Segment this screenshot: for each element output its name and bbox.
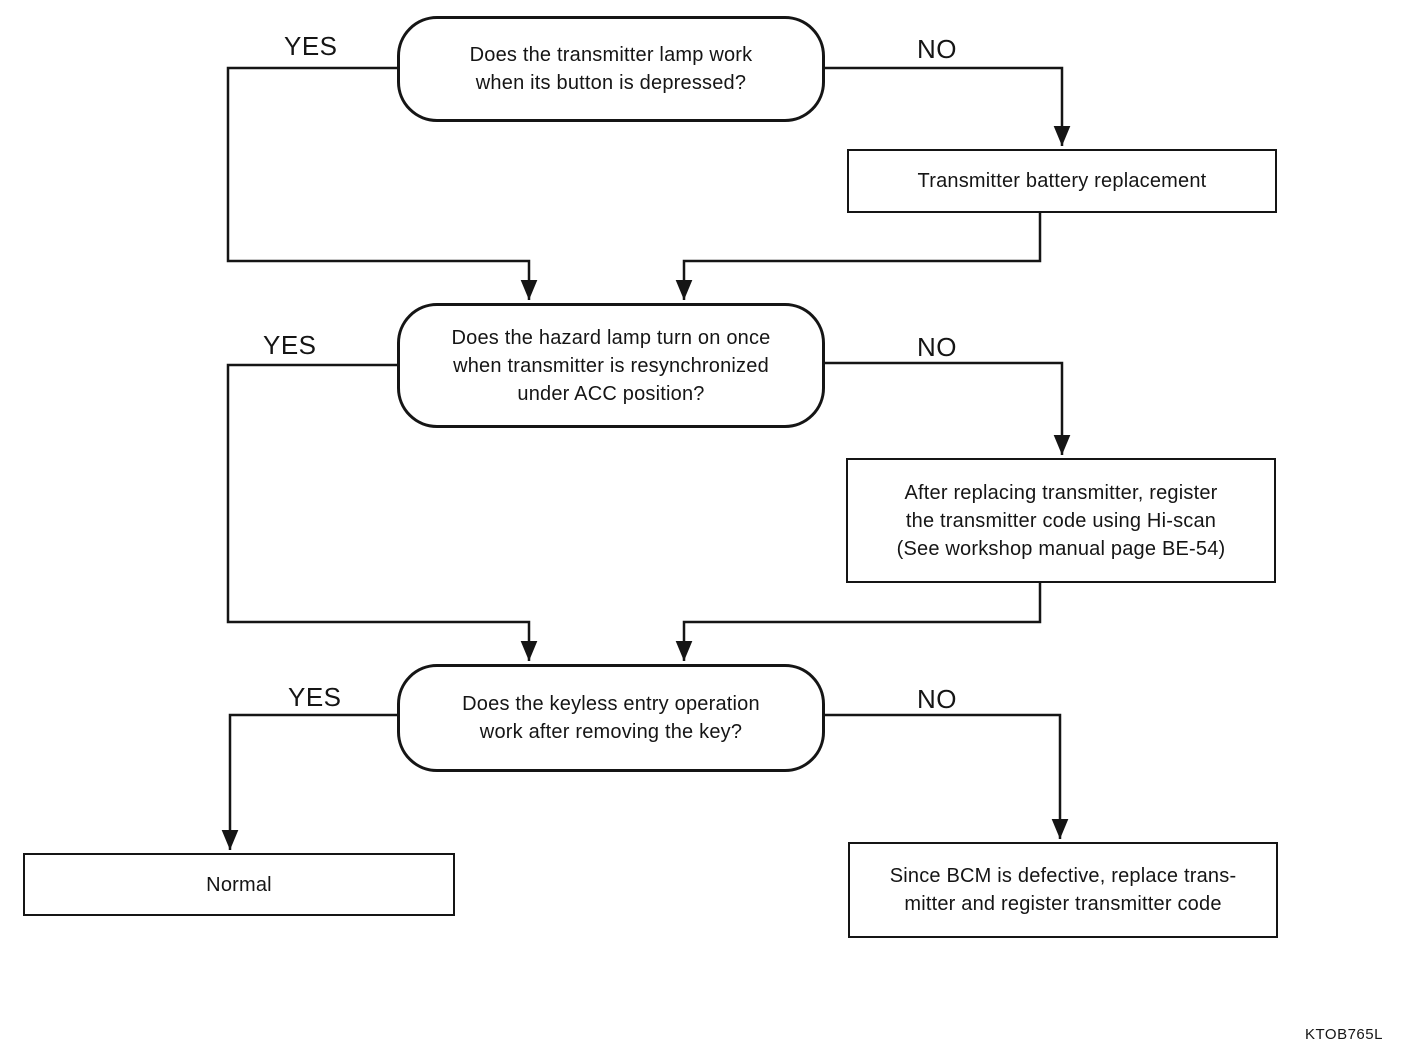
no-label-1: NO [917,34,957,64]
result-register-code: After replacing transmitter, register th… [846,458,1276,583]
decision-transmitter-lamp-line: when its button is depressed? [475,72,747,94]
connector-battery-to-q2 [675,213,1042,300]
connector-no-2 [825,361,1071,455]
yes-label-1: YES [284,31,338,61]
result-bcm-defective-line: Since BCM is defective, replace trans- [889,865,1237,887]
result-normal: Normal [23,853,455,916]
connector-yes-1 [226,66,538,300]
connector-no-3 [825,713,1069,839]
decision-keyless-entry-line: Does the keyless entry operation [462,693,760,715]
result-register-code-line: After replacing transmitter, register [904,481,1218,504]
connector-yes-3 [221,713,397,850]
result-battery-replacement-line: Transmitter battery replacement [917,170,1207,192]
result-bcm-defective: Since BCM is defective, replace trans- m… [848,842,1278,938]
decision-transmitter-lamp-line: Does the transmitter lamp work [469,44,753,66]
connector-register-to-q3 [675,582,1042,661]
no-label-2: NO [917,332,957,362]
result-battery-replacement: Transmitter battery replacement [847,149,1277,213]
yes-label-3: YES [288,682,342,712]
result-bcm-defective-line: mitter and register transmitter code [904,893,1222,915]
connector-yes-2 [226,363,538,661]
decision-keyless-entry: Does the keyless entry operation work af… [397,664,825,772]
result-register-code-line: (See workshop manual page BE-54) [896,537,1226,560]
result-register-code-line: the transmitter code using Hi-scan [905,509,1217,532]
yes-label-2: YES [263,330,317,360]
decision-transmitter-lamp: Does the transmitter lamp work when its … [397,16,825,122]
decision-hazard-lamp-line: under ACC position? [517,382,705,405]
figure-code-label: KTOB765L [1305,1026,1383,1043]
decision-hazard-lamp-line: Does the hazard lamp turn on once [451,326,771,349]
no-label-3: NO [917,684,957,714]
connector-no-1 [825,66,1071,146]
decision-hazard-lamp: Does the hazard lamp turn on once when t… [397,303,825,428]
decision-keyless-entry-line: work after removing the key? [479,721,743,743]
result-normal-line: Normal [206,873,272,896]
decision-hazard-lamp-line: when transmitter is resynchronized [453,354,769,377]
